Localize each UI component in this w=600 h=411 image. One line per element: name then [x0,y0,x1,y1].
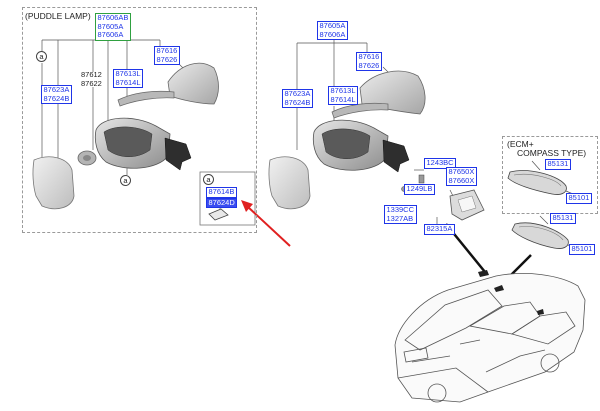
puddle-lamp-title: (PUDDLE LAMP) [25,11,91,21]
part-label-glass-left[interactable]: 87623A 87624B [41,85,72,104]
part-87624b: 87624B [43,93,70,103]
part-87614b: 87614B [206,187,238,198]
part-label-1249lb[interactable]: 1249LB [404,184,435,195]
part-85101-top: 85101 [568,193,590,202]
part-87614l-r: 87614L [330,94,356,104]
part-label-glass-right[interactable]: 87623A 87624B [282,89,313,108]
part-87613l: 87613L [115,69,141,78]
part-87606a: 87606A [97,30,124,39]
part-87612: 87612 [81,70,102,79]
part-1327ab: 1327AB [386,213,414,223]
part-85131-bottom: 85131 [552,213,574,222]
part-label-1339cc[interactable]: 1339CC 1327AB [384,205,417,224]
part-87650x: 87650X [448,167,475,176]
part-label-85101-bottom[interactable]: 85101 [569,244,595,255]
part-87605a-r: 87605A [319,21,346,30]
part-label-82315a[interactable]: 82315A [424,224,455,235]
part-87613l-r: 87613L [330,86,356,95]
part-87622: 87622 [81,78,102,88]
part-label-arm-left[interactable]: 87613L 87614L [113,69,144,88]
marker-a-left-top: a [36,51,47,62]
part-87606a-r: 87606A [319,29,346,39]
part-label-85131-top[interactable]: 85131 [545,159,571,170]
part-87626-r: 87626 [358,60,380,70]
part-87616-r: 87616 [358,52,380,61]
part-87623a-r: 87623A [284,89,311,98]
part-85101-bottom: 85101 [571,244,593,253]
part-1339cc: 1339CC [386,205,415,214]
part-label-1243bc[interactable]: 1243BC [424,158,457,169]
ecm-title-line1: (ECM+ [507,139,534,149]
part-87624d-selected: 87624D [206,197,238,208]
part-87616: 87616 [156,46,178,55]
part-87614l: 87614L [115,77,141,87]
part-label-87606ab-group[interactable]: 87606AB 87605A 87606A [95,13,131,41]
part-87605a: 87605A [97,21,124,31]
part-label-arm-right[interactable]: 87613L 87614L [328,86,359,105]
puddle-lamp-panel [22,7,257,233]
part-label-lamp-left[interactable]: 87612 87622 [81,70,102,88]
part-label-cover-right[interactable]: 87616 87626 [356,52,382,71]
part-87606ab: 87606AB [97,13,129,22]
part-label-inset[interactable]: 87614B 87624D [206,187,238,208]
part-87660x: 87660X [448,175,475,185]
part-1243bc: 1243BC [426,158,454,167]
part-label-87650x[interactable]: 87650X 87660X [446,167,477,186]
part-87624b-r: 87624B [284,97,311,107]
part-87623a: 87623A [43,85,70,94]
part-label-85131-bottom[interactable]: 85131 [550,213,576,224]
ecm-title-line2: COMPASS TYPE) [517,148,587,158]
marker-a-inset: a [203,174,214,185]
marker-a-left-bottom: a [120,175,131,186]
part-1249lb: 1249LB [406,184,433,193]
part-87626: 87626 [156,54,178,64]
part-label-top-right[interactable]: 87605A 87606A [317,21,348,40]
part-85131-top: 85131 [547,159,569,168]
part-label-85101-top[interactable]: 85101 [566,193,592,204]
part-label-cover-left[interactable]: 87616 87626 [154,46,180,65]
part-82315a: 82315A [426,224,453,233]
